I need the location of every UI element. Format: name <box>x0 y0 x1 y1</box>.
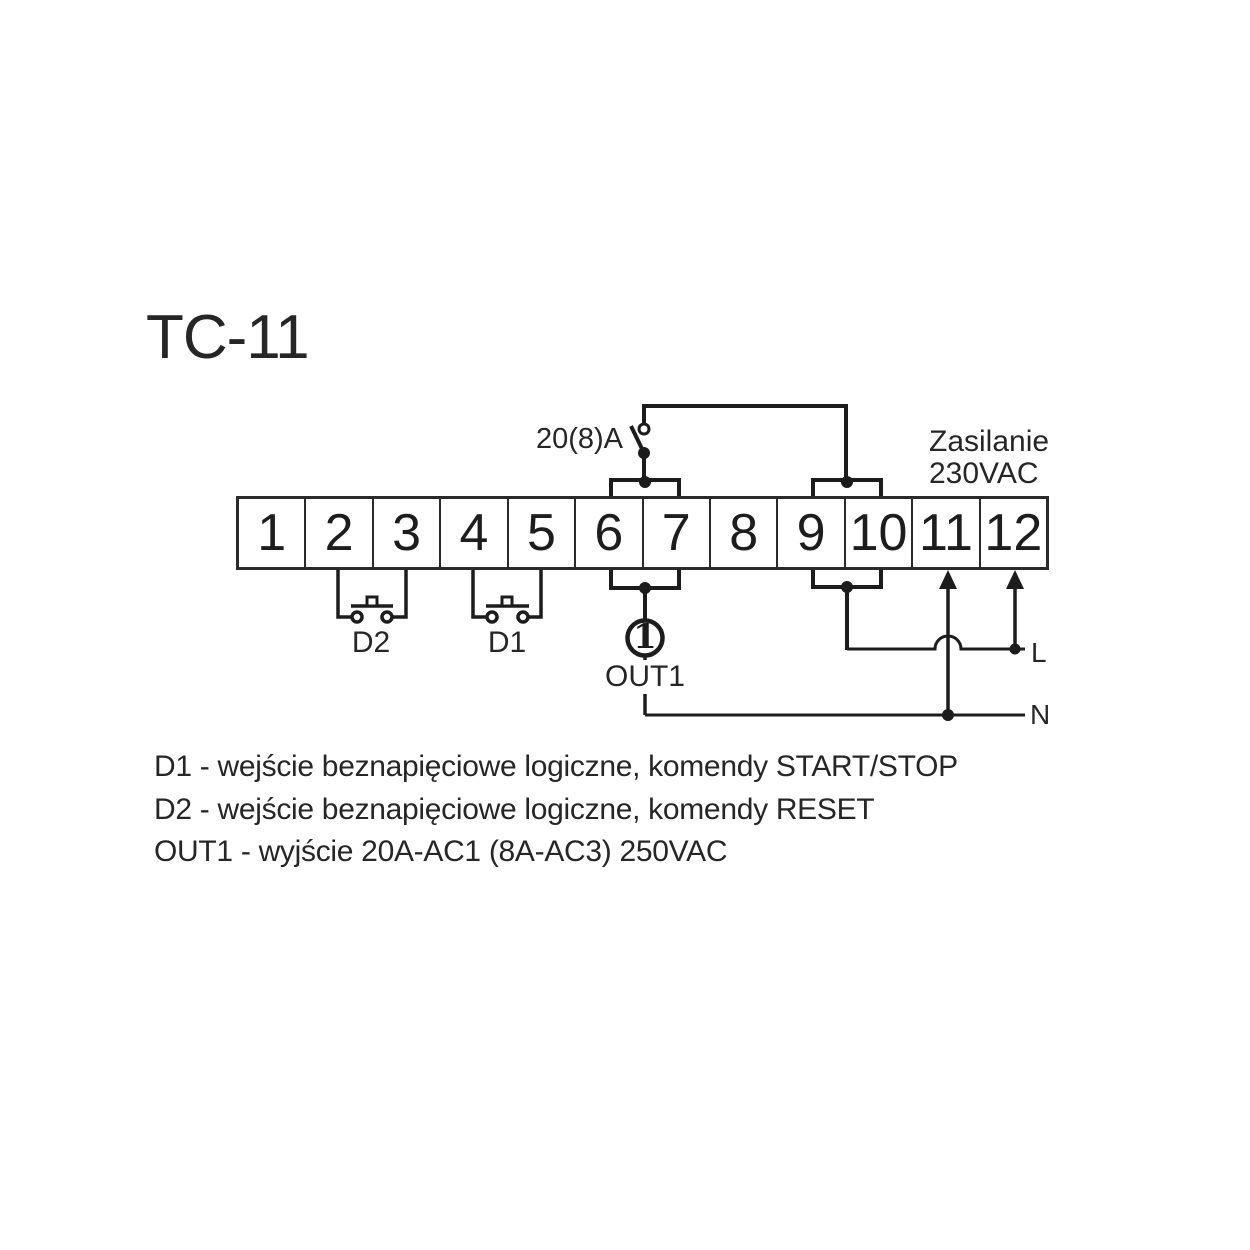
bridge-above-6-7 <box>609 476 681 498</box>
wire-neutral-N <box>645 709 1025 721</box>
bridge-above-9-10 <box>811 476 883 498</box>
pushbutton-d1-icon <box>471 569 543 624</box>
terminal-7: 7 <box>641 499 709 567</box>
legend: D1 - wejście beznapięciowe logiczne, kom… <box>154 746 1054 874</box>
breaker-switch-icon <box>629 422 651 484</box>
supply-label-line2: 230VAC <box>929 457 1039 490</box>
button-d1-label: D1 <box>487 626 527 659</box>
neutral-N-label: N <box>1030 699 1051 730</box>
bridge-below-9-10 <box>811 569 883 650</box>
supply-label: Zasilanie 230VAC <box>929 426 1049 490</box>
terminal-1: 1 <box>257 504 287 562</box>
legend-line-d1: D1 - wejście beznapięciowe logiczne, kom… <box>154 750 958 783</box>
terminal-4: 4 <box>439 499 506 567</box>
terminal-9: 9 <box>776 499 843 567</box>
arrow-up-terminal-11 <box>939 570 957 589</box>
out1-circled-number: 1 <box>633 617 657 657</box>
supply-label-line1: Zasilanie <box>929 425 1050 458</box>
legend-line-d2: D2 - wejście beznapięciowe logiczne, kom… <box>154 792 875 826</box>
terminal-12: 12 <box>978 499 1046 567</box>
terminal-2: 2 <box>304 499 371 567</box>
terminal-5: 5 <box>506 499 574 567</box>
terminal-8: 8 <box>708 499 776 567</box>
terminal-11: 11 <box>911 499 978 567</box>
wire-line-L <box>847 634 1025 655</box>
terminal-strip: 1 2 3 4 5 6 7 8 9 10 11 12 <box>236 496 1049 570</box>
terminal-3: 3 <box>371 499 439 567</box>
terminal-10: 10 <box>843 499 911 567</box>
wire-terminal-12 <box>1006 570 1024 649</box>
pushbutton-d2-icon <box>336 569 408 624</box>
wire-top-loop <box>642 404 848 482</box>
page-title: TC-11 <box>146 303 310 372</box>
line-L-label: L <box>1031 637 1047 668</box>
bridge-below-6-7 <box>609 569 681 620</box>
wire-terminal-11 <box>939 570 957 715</box>
arrow-up-terminal-12 <box>1006 570 1024 589</box>
terminal-6: 6 <box>574 499 641 567</box>
breaker-rating-label: 20(8)A <box>535 423 623 455</box>
out1-label: OUT1 <box>598 660 692 694</box>
legend-line-out1: OUT1 - wyjście 20A-AC1 (8A-AC3) 250VAC <box>154 835 728 868</box>
button-d2-label: D2 <box>351 626 391 659</box>
